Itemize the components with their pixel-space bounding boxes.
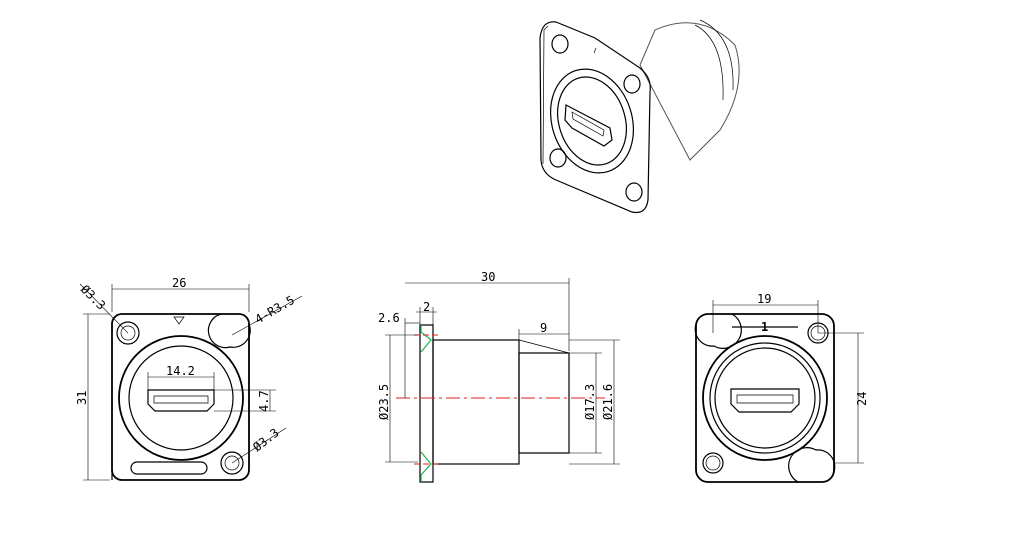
side-green-edge-top	[420, 325, 432, 353]
rear-boss-outer	[702, 335, 828, 461]
rear-orientation-mark: 1	[761, 320, 768, 334]
front-hole-br	[220, 451, 244, 475]
side-view	[396, 324, 605, 483]
dim-rear-hole-span: 19	[757, 292, 771, 306]
side-view-dimensions: 30 2.6 2 9 Ø23.5 Ø17.3 Ø21.6	[377, 270, 620, 465]
iso-flange-plate	[539, 21, 651, 214]
iso-rear-cylinder	[639, 22, 740, 161]
side-body	[432, 339, 520, 465]
rear-corner-br	[788, 447, 836, 483]
iso-hole-br	[625, 182, 643, 202]
rear-boss-inner	[714, 347, 816, 449]
front-corner-tr	[207, 313, 251, 349]
iso-flange-side	[542, 25, 549, 165]
dim-front-width: 26	[172, 276, 186, 290]
front-hole-br-inner	[224, 455, 240, 471]
iso-hole-bl	[549, 148, 567, 168]
dim-front-height: 31	[75, 391, 89, 405]
front-hdmi-tongue	[153, 395, 209, 404]
iso-hdmi-tongue	[571, 111, 605, 137]
iso-hdmi-port	[564, 104, 613, 147]
front-boss-inner	[128, 345, 234, 451]
iso-rear-edge-2	[694, 24, 724, 101]
rear-view: 1	[694, 313, 836, 483]
dim-port-height: 4.7	[257, 390, 271, 412]
leader-hole-top	[79, 283, 129, 334]
front-boss-outer	[118, 335, 244, 461]
side-rear-chamfer-top	[518, 339, 570, 354]
rear-corner-tl	[694, 313, 742, 349]
front-hole-tl	[116, 321, 140, 345]
iso-hole-tl	[551, 34, 569, 54]
leader-hole-bottom	[231, 427, 287, 464]
front-flange	[111, 313, 250, 481]
dim-side-length: 30	[481, 270, 495, 284]
rear-view-dimensions: 19 24	[712, 292, 869, 464]
dim-hole-bottom: Ø3.3	[250, 426, 281, 455]
leader-corner-radius	[231, 295, 303, 336]
iso-mark	[593, 47, 597, 54]
dim-rear-length: 9	[540, 321, 547, 335]
rear-boss-ring	[709, 342, 821, 454]
dim-flange-thickness: 2	[423, 300, 430, 314]
iso-boss-inner	[557, 76, 627, 166]
front-triangle-mark	[173, 316, 185, 325]
side-rear	[518, 352, 570, 454]
dim-flange-dia: Ø23.5	[377, 384, 391, 420]
dim-rear-dia: Ø17.3	[583, 384, 597, 420]
rear-hdmi-port	[730, 388, 800, 413]
front-slot	[130, 461, 208, 475]
dim-rear-height: 24	[855, 392, 869, 406]
rear-hole-bl	[702, 452, 724, 474]
front-hdmi-port	[147, 389, 215, 412]
rear-flange	[695, 313, 835, 483]
rear-hole-bl-inner	[705, 455, 721, 471]
front-view	[111, 313, 251, 481]
dim-corner-radius: 4-R3.5	[253, 293, 298, 327]
dim-flange-offset: 2.6	[378, 311, 400, 325]
rear-hdmi-tongue	[736, 394, 794, 404]
iso-hole-tr	[623, 74, 641, 94]
isometric-view	[539, 19, 740, 214]
dim-body-dia: Ø21.6	[601, 384, 615, 420]
front-hole-tl-inner	[120, 325, 136, 341]
iso-boss-outer	[549, 68, 635, 174]
dim-port-width: 14.2	[166, 364, 195, 378]
iso-rear-edge	[699, 19, 734, 91]
side-green-edge-bottom	[420, 451, 432, 482]
